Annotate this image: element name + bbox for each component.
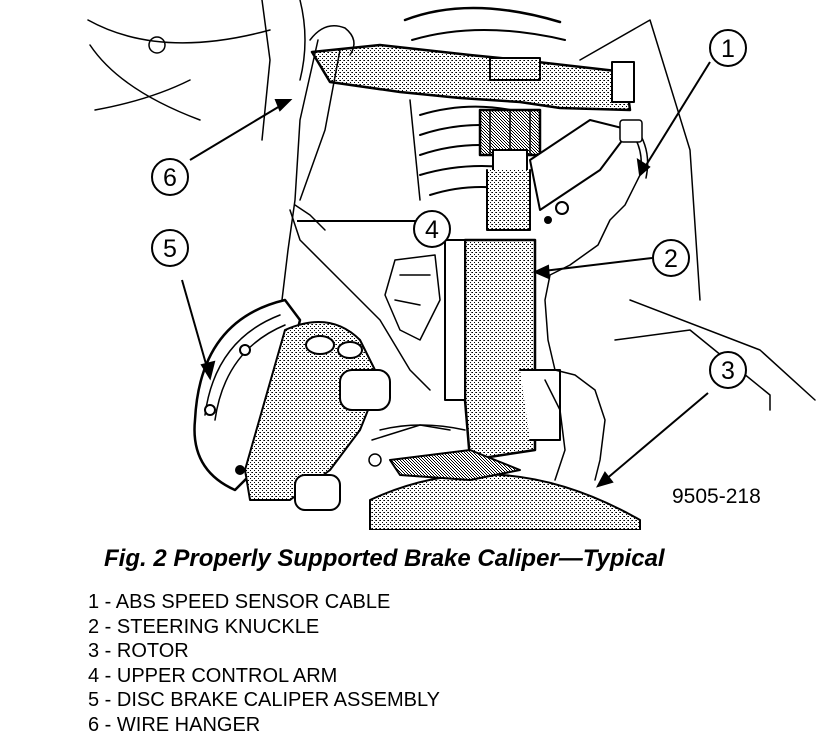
strut: [486, 119, 631, 231]
legend-item: 5 - DISC BRAKE CALIPER ASSEMBLY: [88, 689, 440, 712]
parts-legend: 1 - ABS SPEED SENSOR CABLE 2 - STEERING …: [88, 590, 440, 738]
svg-text:6: 6: [163, 164, 177, 192]
svg-text:2: 2: [664, 245, 678, 273]
svg-text:3: 3: [721, 357, 735, 385]
legend-item: 1 - ABS SPEED SENSOR CABLE: [88, 591, 391, 613]
figure-caption: Fig. 2 Properly Supported Brake Caliper—…: [104, 545, 665, 572]
svg-text:4: 4: [425, 216, 439, 244]
callout-2: 2: [652, 239, 690, 277]
legend-item: 6 - WIRE HANGER: [88, 713, 261, 736]
legend-item: 4 - UPPER CONTROL ARM: [88, 664, 338, 687]
rotor: [369, 449, 641, 530]
callout-leaders: [181, 61, 711, 488]
wire-hanger: [281, 25, 431, 391]
upper-control-arm: [310, 43, 635, 112]
callout-3: 3: [709, 351, 747, 389]
svg-text:5: 5: [163, 235, 177, 263]
abs-sensor-cable: [544, 119, 649, 481]
drawing-id: 9505-218: [672, 485, 761, 508]
svg-text:1: 1: [721, 35, 735, 63]
callout-4: 4: [413, 210, 451, 248]
caliper-assembly: [193, 298, 391, 511]
callout-6: 6: [151, 158, 189, 196]
callout-1: 1: [709, 29, 747, 67]
steering-knuckle: [444, 238, 561, 462]
legend-item: 2 - STEERING KNUCKLE: [88, 615, 320, 638]
brake-caliper-diagram: 1 2 3 4 5 6 9505-218: [87, 0, 816, 530]
drawing-artwork: [87, 0, 816, 530]
callout-5: 5: [151, 229, 189, 267]
knuckle-hardware: [368, 254, 466, 467]
legend-item: 3 - ROTOR: [88, 640, 189, 663]
coil-spring: [403, 6, 566, 201]
